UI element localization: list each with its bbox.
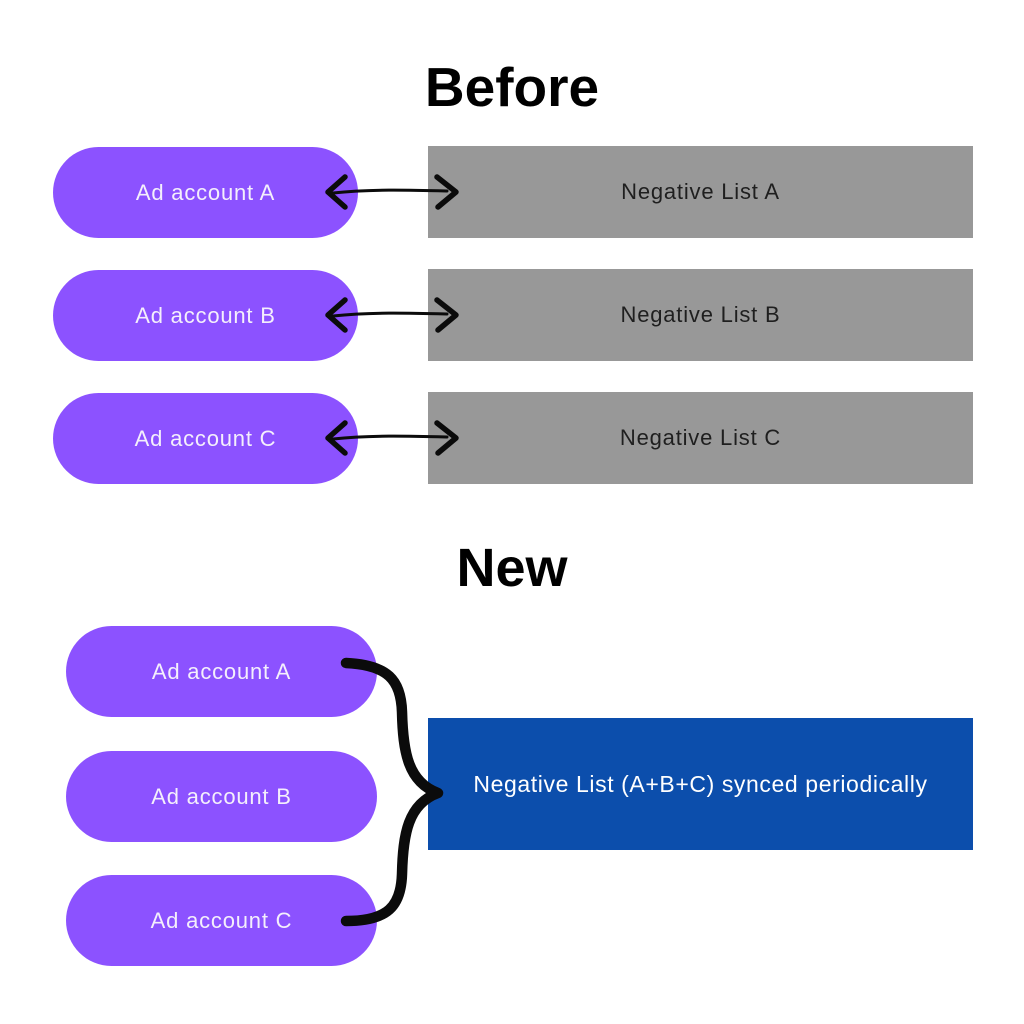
new-ad-account-c-label: Ad account C <box>150 907 293 933</box>
new-ad-account-b-pill: Ad account B <box>66 751 377 842</box>
before-negative-list-a-box: Negative List A <box>428 146 973 238</box>
merged-negative-list-box: Negative List (A+B+C) synced periodicall… <box>428 718 973 850</box>
before-negative-list-b-box: Negative List B <box>428 269 973 361</box>
new-ad-account-a-pill: Ad account A <box>66 626 377 717</box>
new-ad-account-a-label: Ad account A <box>151 658 292 684</box>
before-ad-account-a-label: Ad account A <box>135 179 276 205</box>
new-ad-account-c-pill: Ad account C <box>66 875 377 966</box>
before-section-title: Before <box>424 56 600 118</box>
before-ad-account-a-pill: Ad account A <box>53 147 358 238</box>
before-ad-account-b-pill: Ad account B <box>53 270 358 361</box>
before-negative-list-a-label: Negative List A <box>621 179 780 204</box>
before-ad-account-c-pill: Ad account C <box>53 393 358 484</box>
before-negative-list-b-label: Negative List B <box>620 302 781 327</box>
new-section-title: New <box>456 538 568 598</box>
before-ad-account-b-label: Ad account B <box>135 302 276 328</box>
before-ad-account-c-label: Ad account C <box>134 425 277 451</box>
before-negative-list-c-box: Negative List C <box>428 392 973 484</box>
before-negative-list-c-label: Negative List C <box>619 425 782 450</box>
new-ad-account-b-label: Ad account B <box>151 783 292 809</box>
merged-negative-list-label: Negative List (A+B+C) synced periodicall… <box>473 770 928 797</box>
